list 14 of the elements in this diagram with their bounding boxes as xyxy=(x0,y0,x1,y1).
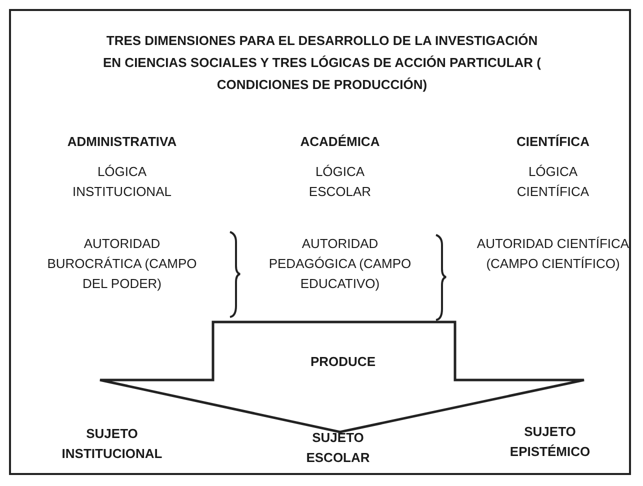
subject-label: SUJETO INSTITUCIONAL xyxy=(60,425,164,463)
column-heading: ACADÉMICA xyxy=(299,133,381,151)
authority-label: AUTORIDAD CIENTÍFICA (CAMPO CIENTÍFICO) xyxy=(476,235,630,273)
logic-label: LÓGICA CIENTÍFICA xyxy=(516,163,590,201)
logic-label: LÓGICA INSTITUCIONAL xyxy=(72,163,172,201)
arrow-label: PRODUCE xyxy=(310,354,376,369)
column-heading: CIENTÍFICA xyxy=(516,133,590,151)
logic-label: LÓGICA ESCOLAR xyxy=(308,163,372,201)
column-heading: ADMINISTRATIVA xyxy=(66,133,178,151)
authority-label: AUTORIDAD PEDAGÓGICA (CAMPO EDUCATIVO) xyxy=(268,235,412,293)
subject-label: SUJETO EPISTÉMICO xyxy=(508,423,592,461)
subject-label: SUJETO ESCOLAR xyxy=(305,429,371,467)
diagram-title: TRES DIMENSIONES PARA EL DESARROLLO DE LA INVESTIGACIÓN EN CIENCIAS SOCIALES Y TRES LÓGICAS DE ACCIÓN PARTICULAR ( CONDICIONES DE PRODUCCIÓN) xyxy=(102,32,542,94)
authority-label: AUTORIDAD BUROCRÁTICA (CAMPO DEL PODER) xyxy=(47,235,197,293)
